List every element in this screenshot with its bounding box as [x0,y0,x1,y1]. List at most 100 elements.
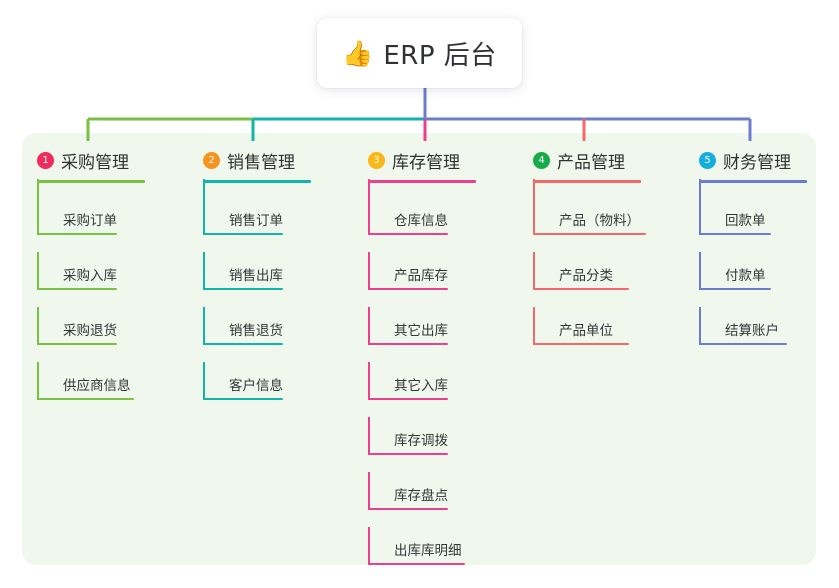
number-badge-icon: 3 [368,151,385,169]
leaf-item[interactable]: 库存盘点 [368,472,476,527]
column-2: 2 销售管理销售订单销售出库销售退货客户信息 [203,148,311,417]
column-title: 产品管理 [557,152,625,173]
leaf-item[interactable]: 产品库存 [368,252,476,307]
leaf-connector [368,179,370,235]
leaf-item[interactable]: 其它入库 [368,362,476,417]
leaf-item[interactable]: 仓库信息 [368,179,476,252]
column-header-rule [699,180,807,183]
leaf-label: 产品（物料） [559,213,640,229]
leaf-rule [699,233,771,235]
leaf-item[interactable]: 出库库明细 [368,527,476,582]
leaf-label: 客户信息 [229,378,283,394]
leaf-list: 仓库信息产品库存其它出库其它入库库存调拨库存盘点出库库明细 [368,179,476,582]
column-1: 1 采购管理采购订单采购入库采购退货供应商信息 [37,148,145,417]
column-4: 4 产品管理产品（物料） 产品分类产品单位 [533,148,646,362]
number-badge-icon: 2 [203,151,220,169]
column-header-rule [533,180,641,183]
diagram-panel [22,133,816,565]
number-badge-icon: 1 [37,151,54,169]
leaf-rule [37,343,117,345]
leaf-list: 产品（物料） 产品分类产品单位 [533,179,646,362]
column-header-1[interactable]: 1 采购管理 [37,148,145,173]
leaf-list: 销售订单销售出库销售退货客户信息 [203,179,311,417]
column-header-rule [37,180,145,183]
column-title: 采购管理 [61,152,129,173]
leaf-item[interactable]: 销售订单 [203,179,311,252]
leaf-label: 销售订单 [229,213,283,229]
column-header-2[interactable]: 2 销售管理 [203,148,311,173]
column-title: 销售管理 [227,152,295,173]
column-title: 库存管理 [392,152,460,173]
leaf-item[interactable]: 库存调拨 [368,417,476,472]
leaf-label: 其它入库 [394,378,448,394]
leaf-rule [533,343,629,345]
leaf-item[interactable]: 产品分类 [533,252,644,307]
leaf-connector [368,417,370,455]
leaf-connector [368,362,370,400]
leaf-item[interactable]: 销售出库 [203,252,311,307]
leaf-item[interactable]: 采购订单 [37,179,145,252]
leaf-label: 采购入库 [63,268,117,284]
leaf-item[interactable]: 付款单 [699,252,807,307]
leaf-label: 采购退货 [63,323,117,339]
root-node[interactable]: 👍 ERP 后台 [317,18,522,88]
leaf-connector [203,252,205,290]
leaf-connector [533,307,535,345]
leaf-connector [699,179,701,235]
leaf-rule [368,563,465,565]
leaf-rule [368,288,448,290]
leaf-rule [37,398,134,400]
leaf-item[interactable]: 结算账户 [699,307,807,362]
leaf-rule [699,288,771,290]
leaf-rule [37,233,117,235]
leaf-connector [368,307,370,345]
leaf-label: 销售退货 [229,323,283,339]
root-title: ERP 后台 [383,40,497,71]
leaf-item[interactable]: 供应商信息 [37,362,145,417]
leaf-list: 回款单付款单结算账户 [699,179,807,362]
column-3: 3 库存管理仓库信息产品库存其它出库其它入库库存调拨库存盘点出库库明细 [368,148,476,582]
leaf-list: 采购订单采购入库采购退货供应商信息 [37,179,145,417]
leaf-label: 销售出库 [229,268,283,284]
leaf-rule [533,288,629,290]
leaf-label: 回款单 [725,213,766,229]
leaf-label: 采购订单 [63,213,117,229]
leaf-connector [533,179,535,235]
leaf-label: 供应商信息 [63,378,131,394]
leaf-item[interactable]: 采购退货 [37,307,145,362]
thumbs-up-icon: 👍 [342,38,374,68]
leaf-connector [699,252,701,290]
leaf-label: 出库库明细 [394,543,462,559]
leaf-item[interactable]: 销售退货 [203,307,311,362]
leaf-label: 产品单位 [559,323,613,339]
column-title: 财务管理 [723,152,791,173]
leaf-item[interactable]: 产品（物料） [533,179,646,252]
leaf-label: 付款单 [725,268,766,284]
leaf-rule [203,288,283,290]
leaf-connector [368,527,370,565]
leaf-item[interactable]: 回款单 [699,179,807,252]
column-header-3[interactable]: 3 库存管理 [368,148,476,173]
leaf-rule [368,508,448,510]
leaf-connector [37,362,39,400]
leaf-item[interactable]: 客户信息 [203,362,311,417]
leaf-label: 产品分类 [559,268,613,284]
number-badge-icon: 4 [533,151,550,169]
column-header-4[interactable]: 4 产品管理 [533,148,644,173]
leaf-connector [368,472,370,510]
leaf-item[interactable]: 产品单位 [533,307,644,362]
leaf-label: 结算账户 [725,323,779,339]
leaf-connector [37,307,39,345]
leaf-item[interactable]: 其它出库 [368,307,476,362]
leaf-rule [203,398,283,400]
leaf-rule [203,343,283,345]
leaf-rule [533,233,646,235]
leaf-connector [203,362,205,400]
leaf-rule [368,233,448,235]
leaf-item[interactable]: 采购入库 [37,252,145,307]
leaf-rule [368,343,448,345]
leaf-rule [368,398,448,400]
